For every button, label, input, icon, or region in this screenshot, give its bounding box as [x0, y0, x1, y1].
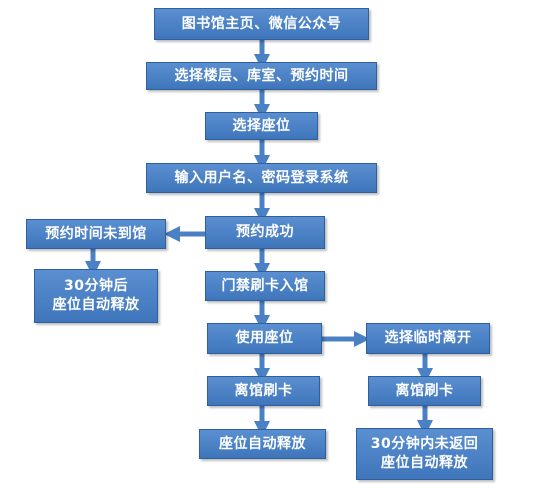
node-login-system: 输入用户名、密码登录系统 — [146, 163, 377, 193]
node-seat-auto-release: 座位自动释放 — [199, 429, 326, 459]
node-reservation-success: 预约成功 — [205, 216, 325, 249]
node-use-seat: 使用座位 — [207, 323, 322, 354]
node-library-homepage-wechat: 图书馆主页、微信公众号 — [154, 8, 369, 40]
node-exit-card-swipe-temp: 离馆刷卡 — [368, 376, 481, 406]
node-exit-card-swipe: 离馆刷卡 — [207, 376, 320, 406]
node-no-return-auto-release: 30分钟内未返回 座位自动释放 — [356, 428, 493, 480]
node-auto-release-after-30min: 30分钟后 座位自动释放 — [34, 269, 158, 323]
node-temporary-leave: 选择临时离开 — [366, 323, 490, 354]
node-not-arrived-on-time: 预约时间未到馆 — [26, 219, 166, 249]
node-select-seat: 选择座位 — [205, 112, 318, 140]
node-select-floor-room-time: 选择楼层、库室、预约时间 — [146, 62, 377, 90]
node-gate-card-entry: 门禁刷卡入馆 — [205, 271, 325, 301]
